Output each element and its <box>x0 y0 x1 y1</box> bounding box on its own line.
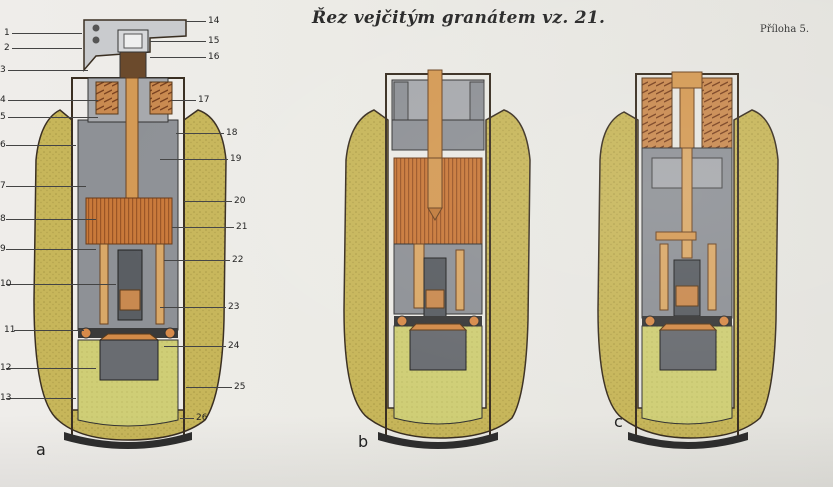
callout-20: 20 <box>234 196 246 206</box>
callout-4: 4 <box>0 95 6 105</box>
leader-line <box>8 100 98 101</box>
callout-26: 26 <box>196 413 208 423</box>
callout-18: 18 <box>226 128 238 138</box>
leader-line <box>176 133 224 134</box>
callout-24: 24 <box>228 341 240 351</box>
leader-line <box>160 307 226 308</box>
leader-line <box>12 48 82 49</box>
callout-6: 6 <box>0 140 6 150</box>
figure-label-c: c <box>614 412 623 431</box>
figure-a-section <box>33 19 227 449</box>
leader-line <box>164 346 226 347</box>
callout-8: 8 <box>0 214 6 224</box>
callout-11: 11 <box>4 325 16 335</box>
callout-23: 23 <box>228 302 240 312</box>
callout-10: 10 <box>0 279 12 289</box>
figure-label-b: b <box>358 432 369 451</box>
leader-line <box>172 227 234 228</box>
leader-line <box>186 387 232 388</box>
leader-line <box>164 260 230 261</box>
leader-line <box>6 186 86 187</box>
leader-line <box>6 219 96 220</box>
callout-22: 22 <box>232 255 244 265</box>
leader-line <box>186 21 206 22</box>
leader-line <box>184 201 232 202</box>
leader-line <box>172 100 196 101</box>
leader-line <box>150 41 206 42</box>
annex-label: Příloha 5. <box>760 24 810 35</box>
figure-b-section <box>343 69 531 449</box>
callout-2: 2 <box>4 43 10 53</box>
leader-line <box>12 33 82 34</box>
leader-line <box>6 145 76 146</box>
leader-line <box>6 249 96 250</box>
callout-19: 19 <box>230 154 242 164</box>
leader-line <box>150 57 206 58</box>
callout-25: 25 <box>234 382 246 392</box>
callout-5: 5 <box>0 112 6 122</box>
leader-line <box>160 159 228 160</box>
callout-9: 9 <box>0 244 6 254</box>
callout-7: 7 <box>0 181 6 191</box>
leader-line <box>6 284 116 285</box>
callout-17: 17 <box>198 95 210 105</box>
leader-line <box>6 368 96 369</box>
callout-21: 21 <box>236 222 248 232</box>
callout-14: 14 <box>208 16 220 26</box>
figure-c-section <box>597 71 779 449</box>
callout-16: 16 <box>208 52 220 62</box>
callout-3: 3 <box>0 65 6 75</box>
leader-line <box>8 117 98 118</box>
callout-13: 13 <box>0 393 12 403</box>
leader-line <box>180 418 194 419</box>
leader-line <box>8 70 88 71</box>
callout-12: 12 <box>0 363 12 373</box>
page-title: Řez vejčitým granátem vz. 21. <box>312 8 606 28</box>
leader-line <box>14 330 84 331</box>
leader-line <box>6 398 76 399</box>
figure-label-a: a <box>36 440 46 459</box>
callout-15: 15 <box>208 36 220 46</box>
callout-1: 1 <box>4 28 10 38</box>
